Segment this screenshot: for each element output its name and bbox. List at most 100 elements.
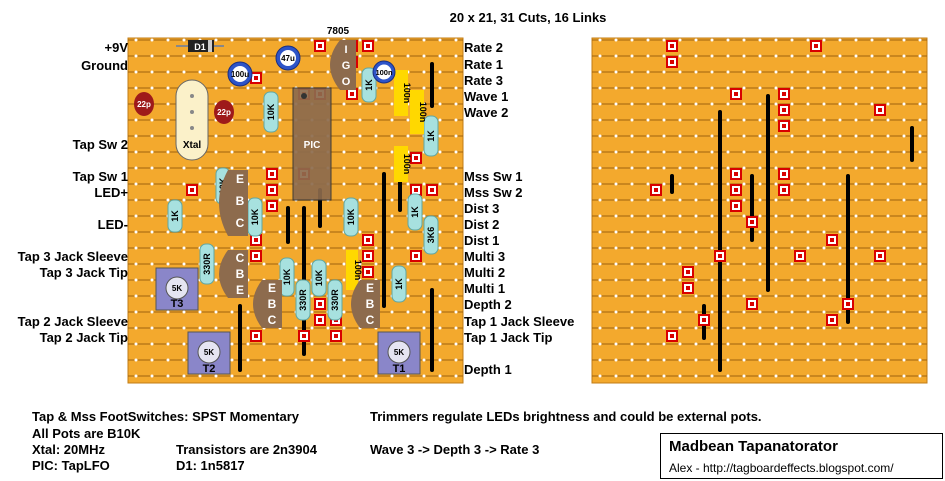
res-10k-label: 10K [346, 208, 356, 225]
label-rate-3: Rate 3 [464, 73, 503, 88]
strip-cut-center [366, 44, 370, 48]
res-330r-label: 330R [330, 289, 340, 311]
trimmer-value: 5K [172, 284, 182, 293]
strip-cut-center [734, 204, 738, 208]
strip-cut-center [350, 92, 354, 96]
label-tap2-tip: Tap 2 Jack Tip [40, 330, 128, 345]
ceramic-caps: 22p 22p [134, 92, 234, 124]
trimmer-label: T3 [171, 298, 184, 310]
note-transistors: Transistors are 2n3904 [176, 442, 317, 457]
label-depth-2: Depth 2 [464, 297, 512, 312]
strip-cut-center [750, 220, 754, 224]
strip-cut-center [318, 44, 322, 48]
strip-cut-center [670, 334, 674, 338]
strip-cut-center [254, 254, 258, 258]
trimmer-label: T1 [393, 363, 406, 375]
strip-cut-center [270, 188, 274, 192]
label-tap3-sleeve: Tap 3 Jack Sleeve [18, 249, 128, 264]
strip-cut-center [782, 124, 786, 128]
label-tap2-sleeve: Tap 2 Jack Sleeve [18, 314, 128, 329]
author-credit: Alex - http://tagboardeffects.blogspot.c… [669, 461, 894, 475]
cap-22p-label: 22p [217, 108, 231, 117]
label-multi-3: Multi 3 [464, 249, 505, 264]
strip-cut-center [846, 302, 850, 306]
strip-cut-center [686, 286, 690, 290]
note-switches: Tap & Mss FootSwitches: SPST Momentary [32, 409, 300, 424]
board-copper-side [591, 37, 928, 384]
strip-cut-center [270, 204, 274, 208]
note-wave-chain: Wave 3 -> Depth 3 -> Rate 3 [370, 442, 540, 457]
strip-cut-center [430, 188, 434, 192]
label-multi-1: Multi 1 [464, 281, 505, 296]
links-right [670, 94, 914, 372]
label-dist-2: Dist 2 [464, 217, 499, 232]
label-wave-2: Wave 2 [464, 105, 508, 120]
pic-ic: PIC [292, 87, 332, 201]
strip-cuts [186, 40, 886, 342]
label-9v: +9V [105, 40, 129, 55]
strip-cut-center [814, 44, 818, 48]
note-xtal: Xtal: 20MHz [32, 442, 105, 457]
strip-cut-center [190, 188, 194, 192]
transistor-pin-label: C [268, 313, 277, 327]
label-tap3-tip: Tap 3 Jack Tip [40, 265, 128, 280]
electrolytic-caps: 100u 47u 100n [227, 45, 396, 87]
transistor-pin-label: E [236, 283, 244, 297]
film-caps: 100n 100n 100n 100n [346, 70, 428, 290]
reg-pin-label: G [342, 60, 351, 72]
res-10k-label: 10K [314, 269, 324, 286]
strip-cut-center [318, 318, 322, 322]
resistors [167, 67, 439, 321]
left-labels: +9V Ground Tap Sw 2 Tap Sw 1 LED+ LED- T… [18, 40, 129, 345]
res-10k-label: 10K [282, 268, 292, 285]
board-summary: 20 x 21, 31 Cuts, 16 Links [450, 10, 607, 25]
label-depth-1: Depth 1 [464, 362, 512, 377]
cap-100n-label: 100n [353, 260, 363, 281]
links-left [238, 62, 434, 372]
transistor-pin-label: C [236, 251, 245, 265]
cap-100u-label: 100u [231, 70, 249, 79]
trimmer-label: T2 [203, 363, 216, 375]
strip-cut-center [798, 254, 802, 258]
res-10k-label: 10K [250, 208, 260, 225]
trimmer-value: 5K [394, 348, 404, 357]
strip-cut-center [254, 238, 258, 242]
strip-cut-center [782, 188, 786, 192]
cap-100n-label: 100n [402, 83, 412, 104]
label-tap-sw-1: Tap Sw 1 [73, 169, 128, 184]
strip-cut-center [878, 254, 882, 258]
strip-cut-center [830, 318, 834, 322]
project-title: Madbean Tapanatorator [669, 438, 838, 455]
transistor-pin-label: C [366, 313, 375, 327]
trimmer-value: 5K [204, 348, 214, 357]
transistor-pin-label: B [366, 297, 375, 311]
title-block: Madbean Tapanatorator Alex - http://tagb… [660, 433, 943, 479]
label-rate-2: Rate 2 [464, 40, 503, 55]
strip-cut-center [270, 172, 274, 176]
trimmers: 5K T3 5K T2 5K T1 [155, 267, 421, 375]
transistors: E B C C B E E B C E B C [219, 170, 380, 328]
label-led-plus: LED+ [94, 185, 128, 200]
note-diode: D1: 1n5817 [176, 458, 245, 473]
cap-100n-label: 100n [418, 102, 428, 123]
strip-cut-center [830, 238, 834, 242]
strip-cut-center [366, 270, 370, 274]
label-dist-3: Dist 3 [464, 201, 499, 216]
crystal-label: Xtal [183, 140, 202, 151]
note-pic: PIC: TapLFO [32, 458, 110, 473]
transistor-pin-label: E [366, 281, 374, 295]
res-3k6-label: 3K6 [426, 227, 436, 244]
strip-cut-center [254, 76, 258, 80]
strip-cut-center [670, 60, 674, 64]
res-330r-label: 330R [202, 253, 212, 275]
ic-label: PIC [304, 140, 321, 151]
diode-d1: D1 [176, 40, 224, 52]
cap-47u-label: 47u [281, 54, 295, 63]
label-tap1-tip: Tap 1 Jack Tip [464, 330, 552, 345]
note-trimmers: Trimmers regulate LEDs brightness and co… [370, 409, 762, 424]
res-330r-label: 330R [298, 289, 308, 311]
label-multi-2: Multi 2 [464, 265, 505, 280]
strip-cut-center [302, 334, 306, 338]
strip-cut-center [366, 254, 370, 258]
label-rate-1: Rate 1 [464, 57, 503, 72]
